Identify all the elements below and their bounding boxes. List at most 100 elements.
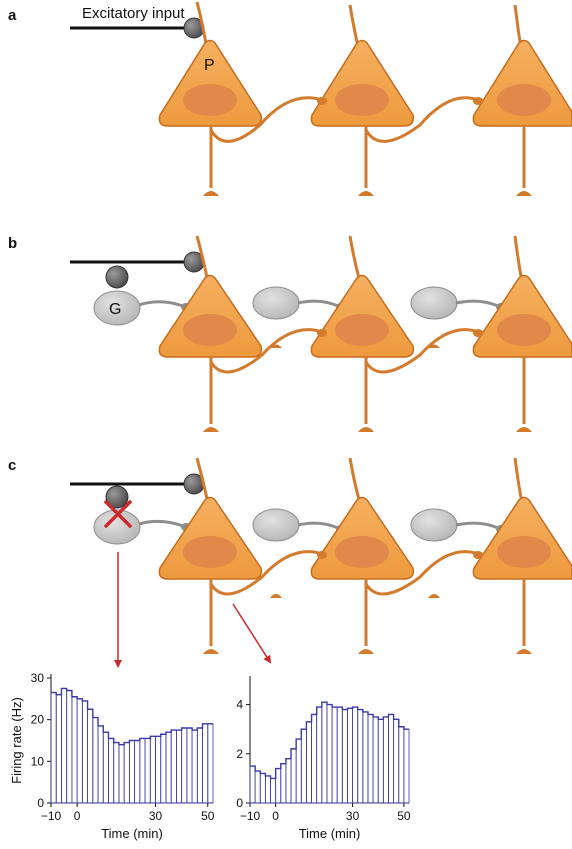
axon-terminal — [516, 649, 532, 654]
axon-collateral — [364, 328, 479, 374]
cell-nucleus — [183, 536, 237, 568]
histogram-bar — [155, 735, 162, 804]
cell-nucleus — [497, 536, 551, 568]
histogram-bar — [398, 726, 405, 804]
synapse-bouton — [317, 329, 327, 337]
glial-process — [138, 519, 184, 528]
axon-collateral — [209, 550, 323, 596]
histogram-bar — [202, 723, 209, 804]
axon-terminal — [358, 649, 374, 654]
cell-nucleus — [335, 84, 389, 116]
histogram-bar — [134, 740, 141, 804]
histogram-bar — [367, 714, 374, 804]
panel-letter-c: c — [8, 457, 16, 474]
cell-nucleus — [497, 84, 551, 116]
histogram-bar — [352, 706, 359, 804]
panel-b: b G — [8, 235, 572, 432]
block-x-icon — [104, 500, 132, 528]
y-tick-label: 0 — [236, 796, 243, 810]
glial-cell — [252, 286, 300, 320]
cell-nucleus — [183, 84, 237, 116]
histogram-bar — [50, 692, 57, 804]
histogram-bar — [102, 731, 109, 804]
apical-dendrite — [348, 457, 362, 504]
histogram-bar — [264, 775, 271, 804]
y-tick-label: 30 — [31, 671, 45, 685]
x-tick-label: 0 — [74, 809, 81, 823]
histogram-bar — [249, 765, 256, 804]
histogram-bar — [61, 688, 68, 804]
synapse-bouton — [473, 551, 483, 559]
excitatory-input-label: Excitatory input — [82, 5, 185, 22]
collateral-terminal — [270, 344, 282, 348]
histogram-bar — [196, 727, 203, 804]
histogram-bar — [306, 721, 312, 804]
histogram-bar — [321, 701, 328, 804]
axon-terminal — [203, 191, 219, 196]
histogram-bar — [295, 738, 302, 804]
panel-letter-a: a — [8, 7, 17, 24]
glial-cell — [252, 508, 300, 542]
histogram-bar — [55, 694, 62, 804]
glial-cell — [93, 290, 141, 326]
y-tick-label: 20 — [31, 713, 45, 727]
histogram-bar — [326, 704, 333, 804]
histogram-bar — [207, 723, 214, 804]
histogram-bar — [71, 696, 78, 804]
glial-cell — [410, 508, 458, 542]
histogram-bar — [81, 700, 88, 804]
glial-cell — [93, 509, 141, 545]
histogram-bar — [123, 742, 130, 804]
detached-terminal — [428, 594, 440, 598]
histogram-bar — [118, 744, 125, 804]
histogram-bar — [66, 690, 73, 804]
cell-nucleus — [183, 314, 237, 346]
histogram-bar — [144, 738, 151, 804]
apical-dendrite — [348, 235, 362, 283]
x-tick-label: −10 — [41, 809, 62, 823]
histogram-bar — [341, 709, 348, 804]
histogram-bar — [160, 733, 167, 804]
axon-collateral — [209, 96, 323, 143]
histogram-bar — [170, 729, 177, 804]
axon-terminal — [516, 191, 532, 196]
axon-terminal — [358, 427, 374, 432]
histogram-bar — [181, 727, 188, 804]
axon-terminal — [516, 427, 532, 432]
excitatory-bouton-icon — [105, 265, 129, 289]
histogram-bar — [92, 717, 99, 804]
histogram-bar — [290, 748, 297, 804]
histogram-bar — [139, 738, 146, 804]
histogram-bar — [393, 718, 400, 804]
detached-terminal — [270, 594, 282, 598]
histogram-bar — [388, 714, 395, 804]
histogram-bar — [285, 758, 292, 804]
histogram-bar — [149, 735, 156, 804]
histogram-bar — [97, 725, 104, 804]
glial-process — [455, 521, 499, 530]
collateral-terminal — [428, 344, 440, 348]
cell-nucleus — [497, 314, 551, 346]
y-tick-label: 0 — [37, 796, 44, 810]
axon-terminal — [358, 191, 374, 196]
excitatory-bouton-icon — [105, 485, 129, 509]
y-tick-label: 2 — [236, 747, 243, 761]
axon-terminal — [203, 649, 219, 654]
x-axis-label: Time (min) — [101, 826, 163, 841]
histogram-bar — [336, 706, 343, 804]
glial-process — [455, 299, 499, 308]
histogram-bar — [347, 707, 353, 804]
histogram-bar — [186, 727, 193, 804]
histogram-bar — [280, 763, 287, 804]
histogram-bar — [87, 708, 94, 804]
histogram-bar — [259, 773, 266, 804]
histogram-bar — [176, 729, 183, 804]
glial-cell — [410, 286, 458, 320]
synapse-bouton — [317, 97, 327, 105]
histogram-bar — [403, 728, 410, 804]
histogram-bar — [331, 706, 338, 804]
histogram-bar — [362, 711, 369, 804]
axon-collateral — [364, 96, 479, 143]
